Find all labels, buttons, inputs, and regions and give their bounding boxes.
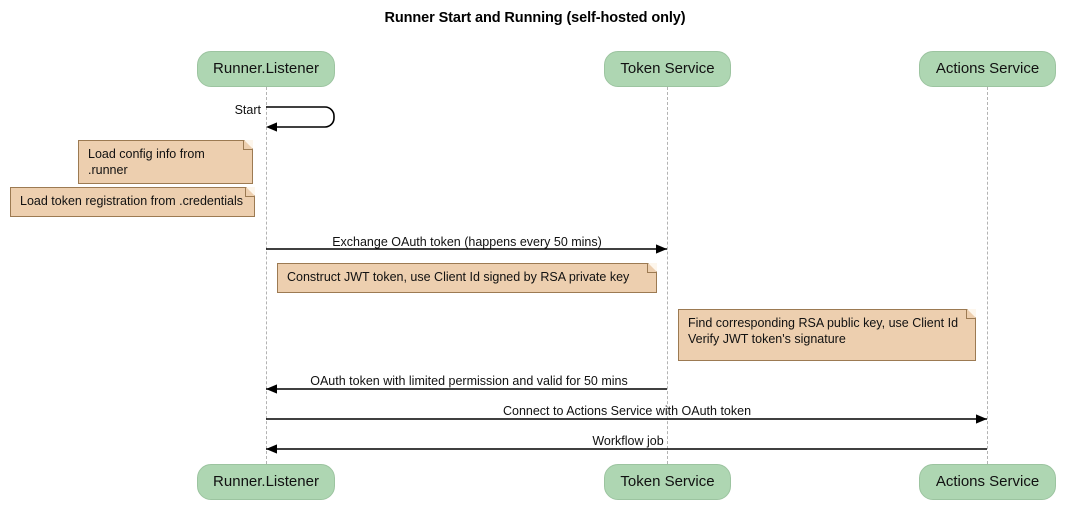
lifeline-actions (987, 87, 988, 464)
note-construct-jwt-token: Construct JWT token, use Client Id signe… (277, 263, 657, 293)
message-label-exchange-oauth-token: Exchange OAuth token (happens every 50 m… (332, 235, 602, 249)
note-fold-edge-icon (245, 187, 255, 197)
arrowhead-icon (656, 244, 667, 254)
diagram-title: Runner Start and Running (self-hosted on… (384, 10, 686, 26)
arrowhead-icon (266, 444, 277, 454)
note-fold-edge-icon (647, 263, 657, 273)
participant-top-runner[interactable]: Runner.Listener (197, 51, 335, 87)
note-text: Construct JWT token, use Client Id signe… (287, 270, 630, 284)
note-text: Load config info from .runner (88, 147, 205, 177)
note-load-config-info: Load config info from .runner (78, 140, 253, 184)
note-text: Load token registration from .credential… (20, 194, 244, 208)
note-fold-edge-icon (966, 309, 976, 319)
note-text: Find corresponding RSA public key, use C… (688, 316, 959, 346)
note-fold-icon (648, 263, 657, 272)
note-fold-icon (246, 187, 255, 196)
participant-bottom-runner[interactable]: Runner.Listener (197, 464, 335, 500)
note-fold-edge-icon (243, 140, 253, 150)
participant-top-token[interactable]: Token Service (604, 51, 731, 87)
arrowhead-icon (266, 122, 277, 132)
participant-bottom-actions[interactable]: Actions Service (919, 464, 1056, 500)
note-fold-icon (244, 140, 253, 149)
message-label-oauth-token-return: OAuth token with limited permission and … (310, 374, 628, 388)
message-label-workflow-job: Workflow job (592, 434, 664, 448)
note-fold-icon (967, 309, 976, 318)
arrowhead-icon (266, 384, 277, 394)
note-verify-jwt-signature: Find corresponding RSA public key, use C… (678, 309, 976, 361)
lifeline-token (667, 87, 668, 464)
message-label-connect-actions-service: Connect to Actions Service with OAuth to… (502, 404, 752, 418)
note-load-token-registration: Load token registration from .credential… (10, 187, 255, 217)
participant-bottom-token[interactable]: Token Service (604, 464, 731, 500)
message-label-start: Start (234, 103, 261, 117)
participant-top-actions[interactable]: Actions Service (919, 51, 1056, 87)
lifeline-runner (266, 87, 267, 464)
self-message-path-start (266, 106, 335, 128)
arrowhead-icon (976, 414, 987, 424)
